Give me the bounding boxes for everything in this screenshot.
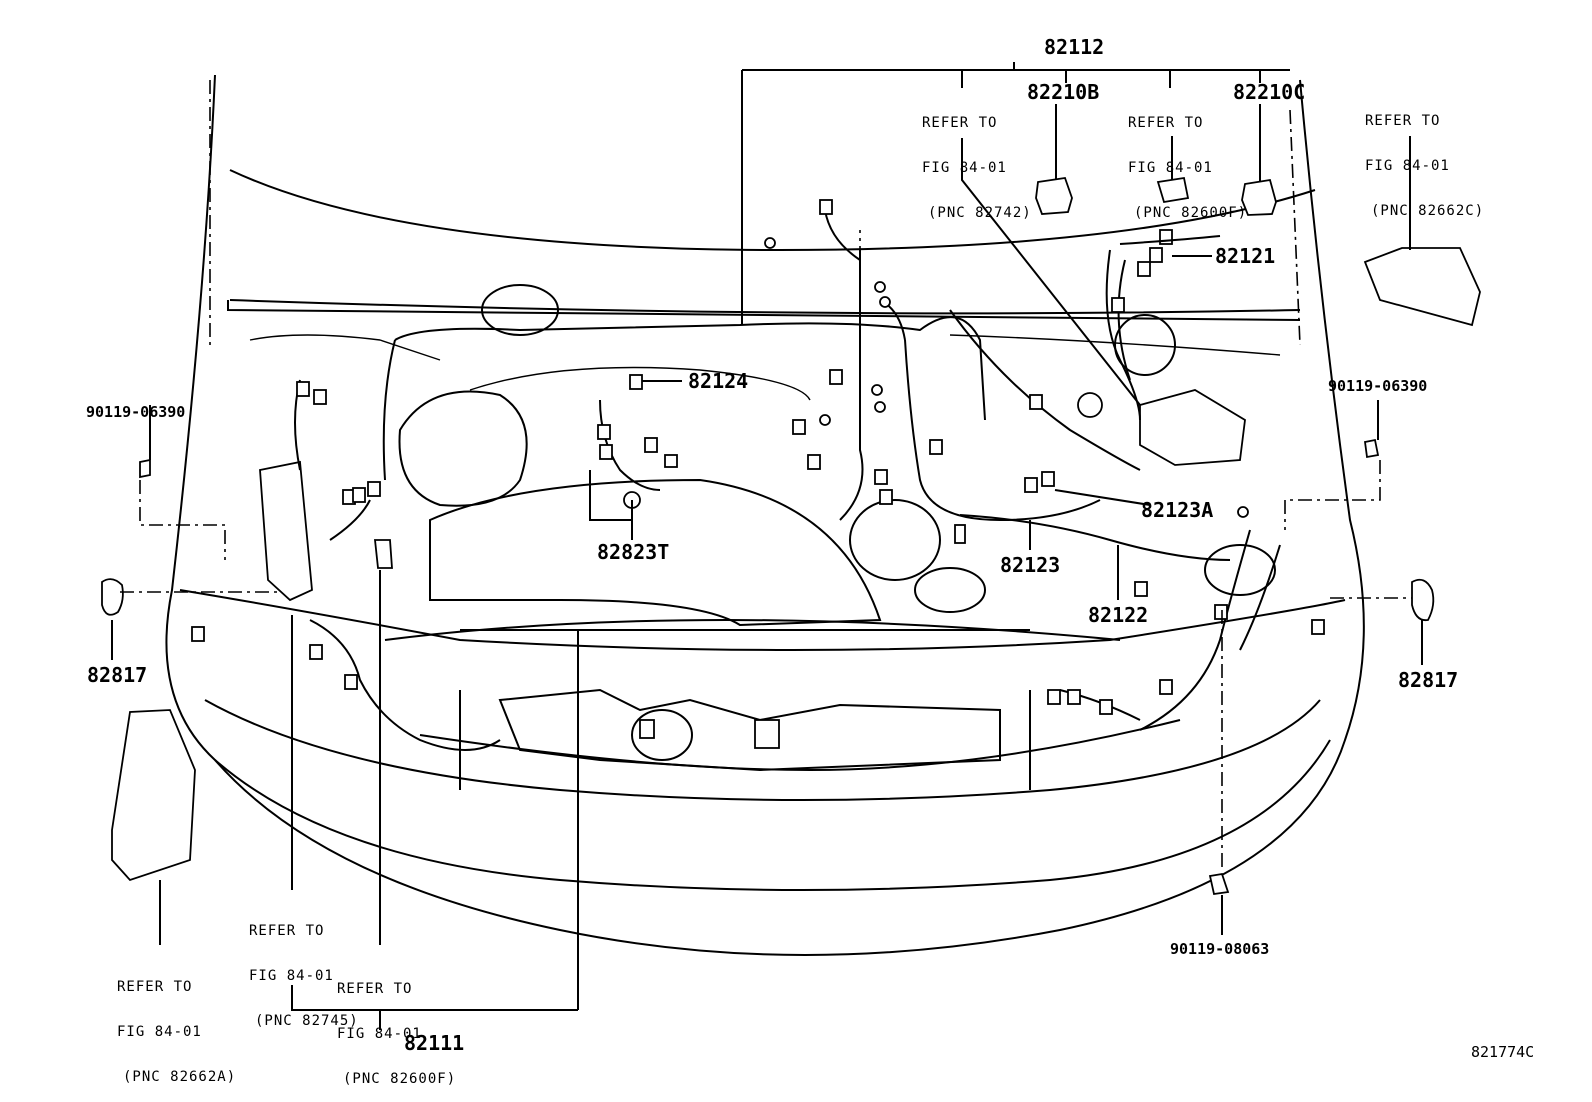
vehicle-outline (165, 74, 1365, 956)
reference-note-82600f-bottom: REFER TO FIG 84-01 (PNC 82600F) (337, 952, 456, 1102)
reference-note-82600f-top: REFER TO FIG 84-01 (PNC 82600F) (1128, 86, 1247, 236)
ref-line-2: FIG 84-01 (249, 968, 334, 984)
part-82124-label: 82124 (688, 369, 749, 393)
reference-note-82742: REFER TO FIG 84-01 (PNC 82742) (922, 86, 1032, 236)
part-82111-label: 82111 (404, 1031, 465, 1055)
diagram-code: 821774C (1471, 1043, 1535, 1061)
ref-line-2: FIG 84-01 (337, 1026, 422, 1042)
ref-line-3: (PNC 82600F) (1134, 205, 1248, 221)
ref-line-3: (PNC 82742) (928, 205, 1032, 221)
part-82210b-label: 82210B (1027, 80, 1100, 104)
ref-line-1: REFER TO (337, 981, 413, 997)
bolt-90119-06390-left-label: 90119-06390 (86, 403, 186, 421)
part-82121-label: 82121 (1215, 244, 1276, 268)
leader-lines (111, 62, 1423, 1030)
part-82210c-label: 82210C (1233, 80, 1306, 104)
part-82123a-label: 82123A (1141, 498, 1214, 522)
ref-line-3: (PNC 82600F) (343, 1071, 457, 1087)
ref-line-1: REFER TO (1365, 113, 1441, 129)
reference-note-82745: REFER TO FIG 84-01 (PNC 82745) (249, 894, 359, 1044)
bolt-90119-08063-label: 90119-08063 (1170, 940, 1270, 958)
connectors (191, 199, 1325, 739)
part-82123-label: 82123 (1000, 553, 1061, 577)
ref-line-2: FIG 84-01 (922, 160, 1007, 176)
wire-harnesses (294, 209, 1281, 751)
ref-line-3: (PNC 82745) (255, 1013, 359, 1029)
part-82823t-label: 82823T (597, 540, 670, 564)
part-82122-label: 82122 (1088, 603, 1149, 627)
ref-line-3: (PNC 82662C) (1371, 203, 1485, 219)
phantom-lines (120, 80, 1412, 870)
relays-and-covers (101, 176, 1481, 896)
ref-line-1: REFER TO (117, 979, 193, 995)
ref-line-2: FIG 84-01 (117, 1024, 202, 1040)
ref-line-2: FIG 84-01 (1128, 160, 1213, 176)
part-82112-label: 82112 (1044, 35, 1105, 59)
ref-line-1: REFER TO (1128, 115, 1204, 131)
part-82817-right-label: 82817 (1398, 668, 1459, 692)
reference-note-82662c: REFER TO FIG 84-01 (PNC 82662C) (1365, 84, 1484, 234)
part-82817-left-label: 82817 (87, 663, 148, 687)
ref-line-1: REFER TO (249, 923, 325, 939)
bolt-90119-06390-right-label: 90119-06390 (1328, 377, 1428, 395)
ref-line-3: (PNC 82662A) (123, 1069, 237, 1085)
ref-line-2: FIG 84-01 (1365, 158, 1450, 174)
ref-line-1: REFER TO (922, 115, 998, 131)
reference-note-82662a: REFER TO FIG 84-01 (PNC 82662A) (117, 950, 236, 1100)
engine-components (259, 284, 1276, 772)
